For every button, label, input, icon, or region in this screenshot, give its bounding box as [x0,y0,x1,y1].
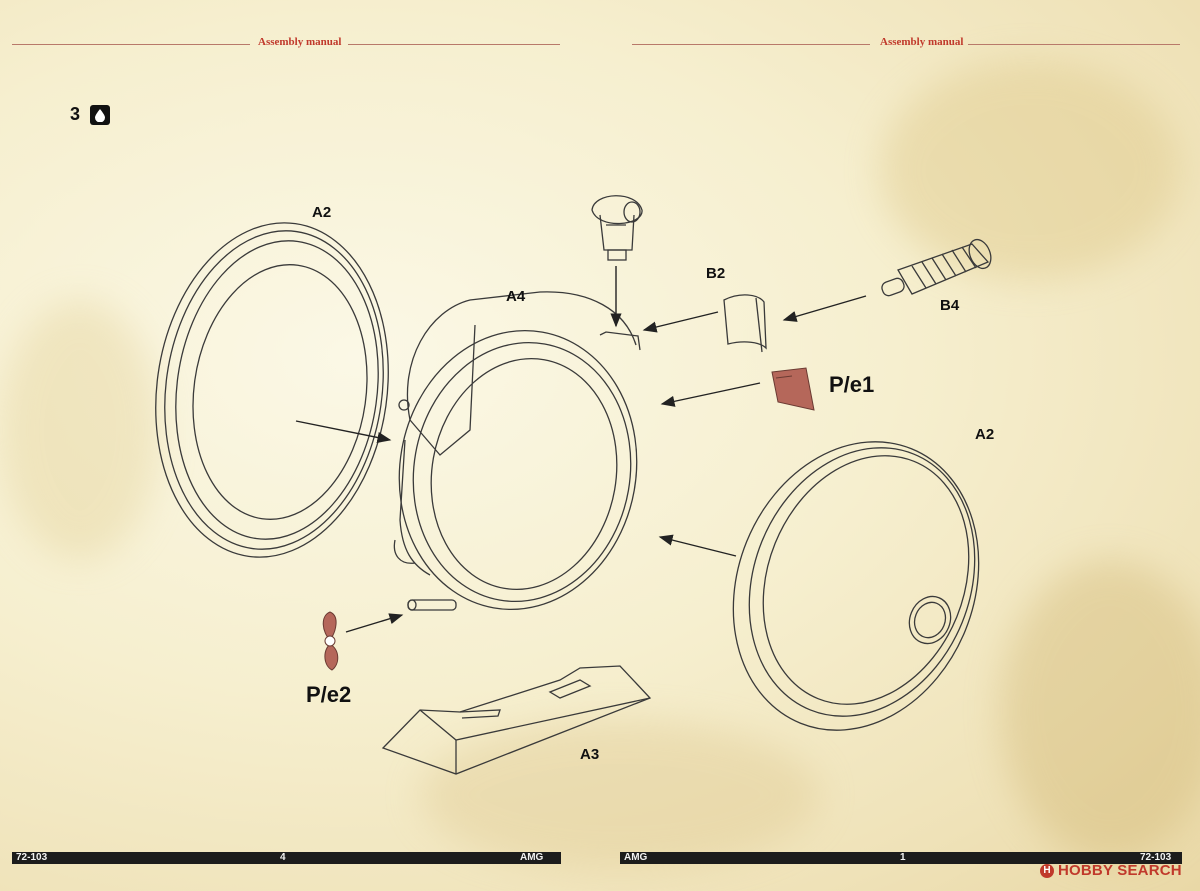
assembly-arrows [295,266,867,633]
footer-right-page: 1 [900,852,906,863]
label-a2-ring: A2 [312,204,332,221]
footer-right: AMG 1 72-103 [620,852,1182,864]
part-searchlight [591,195,643,261]
footer-left-brand: AMG [520,852,544,863]
label-b2: B2 [706,265,726,282]
part-b4 [881,238,992,297]
paper-stain [1000,560,1200,860]
header-right: Assembly manual [632,36,1192,52]
part-a2-ring [155,222,389,558]
paper-stain [0,300,160,560]
step-marker: 3 [70,104,111,125]
header-rule [348,44,560,45]
part-pe2 [322,611,339,671]
part-a4-body [393,291,641,611]
footer-right-brand: AMG [624,852,648,863]
label-a4: A4 [506,288,526,305]
header-left: Assembly manual [12,36,572,52]
header-rule [968,44,1180,45]
watermark-text: HOBBY SEARCH [1058,862,1182,879]
drop-icon [90,104,111,125]
header-left-title: Assembly manual [258,36,342,48]
header-rule [12,44,250,45]
paper-stain [420,720,820,870]
paper-stain [880,60,1180,280]
label-pe1: P/e1 [829,372,875,397]
label-a2-dome: A2 [975,426,995,443]
label-pe2: P/e2 [306,682,352,707]
header-right-title: Assembly manual [880,36,964,48]
label-a3: A3 [580,746,600,763]
header-rule [632,44,870,45]
part-pe1 [771,367,815,411]
footer-right-code: 72-103 [1140,852,1172,863]
part-a3 [381,665,652,775]
footer-left: 72-103 4 AMG [12,852,561,864]
watermark: H HOBBY SEARCH [1040,862,1182,879]
step-number: 3 [70,104,81,124]
footer-left-page: 4 [280,852,286,863]
watermark-logo-icon: H [1040,863,1054,878]
part-b2 [723,294,767,353]
footer-left-code: 72-103 [16,852,48,863]
part-a2-dome [732,441,980,731]
label-b4: B4 [940,297,960,314]
